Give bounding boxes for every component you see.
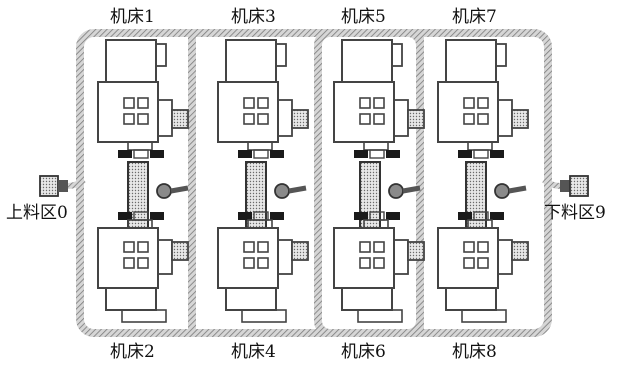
label-machine-2: 机床2 [110, 342, 155, 362]
machine-7-tool [438, 40, 528, 158]
label-machine-3: 机床3 [231, 7, 276, 27]
machine-2-tool [98, 212, 188, 322]
label-machine-4: 机床4 [231, 342, 276, 362]
label-machine-6: 机床6 [341, 342, 386, 362]
machine-3-tool [218, 40, 308, 158]
label-machine-7: 机床7 [452, 7, 497, 27]
label-loading-zone: 上料区0 [6, 203, 68, 223]
machine-cell-5-6 [334, 40, 424, 322]
machine-cell-7-8 [438, 40, 528, 322]
machine-4-tool [218, 212, 308, 322]
label-machine-8: 机床8 [452, 342, 497, 362]
label-machine-5: 机床5 [341, 7, 386, 27]
machine-8-tool [438, 212, 528, 322]
label-machine-1: 机床1 [110, 7, 155, 27]
machine-cell-1-2 [98, 40, 188, 322]
machine-6-tool [334, 212, 424, 322]
machine-1-tool [98, 40, 188, 158]
machine-cell-3-4 [218, 40, 308, 322]
label-unloading-zone: 下料区9 [544, 203, 606, 223]
machine-5-tool [334, 40, 424, 158]
